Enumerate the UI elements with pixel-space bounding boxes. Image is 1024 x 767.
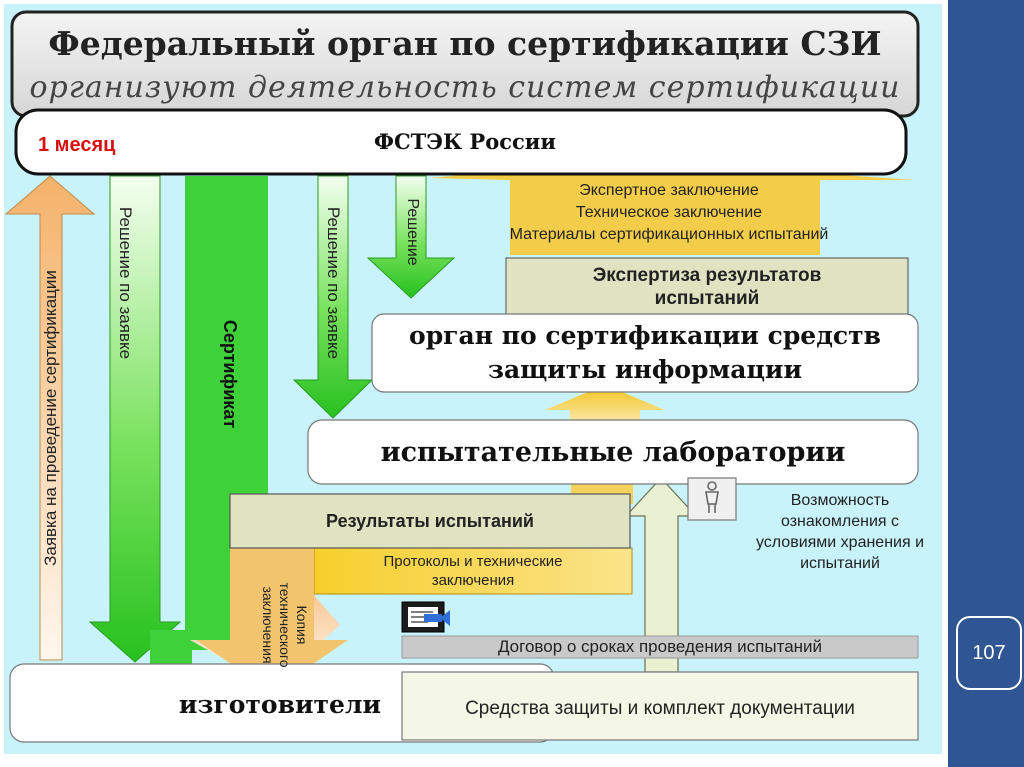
header-title: Федеральный орган по сертификации СЗИ bbox=[48, 23, 882, 63]
term-label: 1 месяц bbox=[38, 133, 116, 156]
test-results-box bbox=[229, 493, 631, 549]
possibility-line-1: Возможность bbox=[790, 492, 890, 509]
doc-test-materials: Материалы сертификационных испытаний bbox=[509, 226, 829, 243]
manufacturers-text: изготовители bbox=[178, 689, 382, 719]
copy-conclusions-line-2: технического bbox=[277, 582, 294, 668]
page-number: 107 bbox=[972, 641, 1006, 664]
fstek-bar bbox=[14, 108, 908, 176]
decision-on-application-mid-label: Решение по заявке bbox=[324, 206, 343, 360]
certificate-label: Сертификат bbox=[220, 319, 241, 429]
labs-text: испытательные лаборатории bbox=[380, 436, 846, 468]
possibility-text: Возможность ознакомления с условиями хра… bbox=[740, 486, 940, 578]
copy-conclusions-arrow bbox=[196, 548, 348, 692]
copy-conclusions-line-3: заключения bbox=[260, 586, 277, 664]
slide-sidebar bbox=[948, 0, 1024, 767]
application-label: Заявка на проведение сертификации bbox=[41, 270, 60, 566]
contract-bar bbox=[401, 635, 919, 659]
document-icon bbox=[401, 601, 450, 633]
decision-label: Решение bbox=[404, 198, 421, 266]
contract-text: Договор о сроках проведения испытаний bbox=[497, 637, 823, 656]
expertise-box bbox=[505, 257, 909, 317]
protocols-line-2: заключения bbox=[431, 572, 515, 589]
lab-to-body-arrow bbox=[545, 385, 665, 420]
person-icon bbox=[705, 481, 719, 513]
possibility-line-2: ознакомления с bbox=[781, 513, 899, 530]
cert-body-line-2: защиты информации bbox=[487, 355, 802, 384]
protocols-text: Протоколы и технические заключения bbox=[314, 548, 632, 594]
copy-conclusions-line-1: Копия bbox=[294, 605, 311, 645]
certificate-arrow-foot bbox=[150, 630, 192, 665]
means-box bbox=[401, 671, 919, 741]
doc-technical-conclusion: Техническое заключение bbox=[575, 204, 763, 221]
copy-conclusions-label: Копия технического заключения bbox=[250, 560, 320, 690]
possibility-line-3: условиями хранения и bbox=[755, 534, 925, 551]
doc-expert-conclusion: Экспертное заключение bbox=[579, 182, 759, 199]
fstek-name: ФСТЭК России bbox=[374, 128, 556, 154]
test-results-text: Результаты испытаний bbox=[326, 510, 534, 531]
cert-body-line-1: орган по сертификации средств bbox=[409, 321, 881, 350]
application-arrow bbox=[4, 175, 96, 661]
decision-arrow-mid bbox=[292, 175, 374, 419]
page-number-badge: 107 bbox=[956, 616, 1022, 690]
means-text: Средства защиты и комплект документации bbox=[465, 698, 855, 719]
expertise-text: Экспертиза результатов испытаний bbox=[506, 258, 908, 316]
possibility-line-4: испытаний bbox=[800, 555, 880, 572]
expertise-line-2: испытаний bbox=[654, 288, 760, 309]
decision-arrow bbox=[366, 175, 456, 299]
labs-box bbox=[307, 419, 919, 485]
decision-on-application-left-label: Решение по заявке bbox=[116, 206, 135, 360]
protocols-line-1: Протоколы и технические bbox=[383, 553, 563, 570]
header-subtitle: организуют деятельность систем сертифика… bbox=[29, 69, 901, 105]
cert-body-box bbox=[371, 313, 919, 393]
upward-docs: Экспертное заключение Техническое заключ… bbox=[462, 178, 876, 248]
person-icon-box bbox=[687, 477, 737, 521]
expertise-up-arrow bbox=[430, 160, 915, 255]
expertise-line-1: Экспертиза результатов bbox=[592, 265, 822, 286]
cert-body-text: орган по сертификации средств защиты инф… bbox=[372, 316, 918, 390]
